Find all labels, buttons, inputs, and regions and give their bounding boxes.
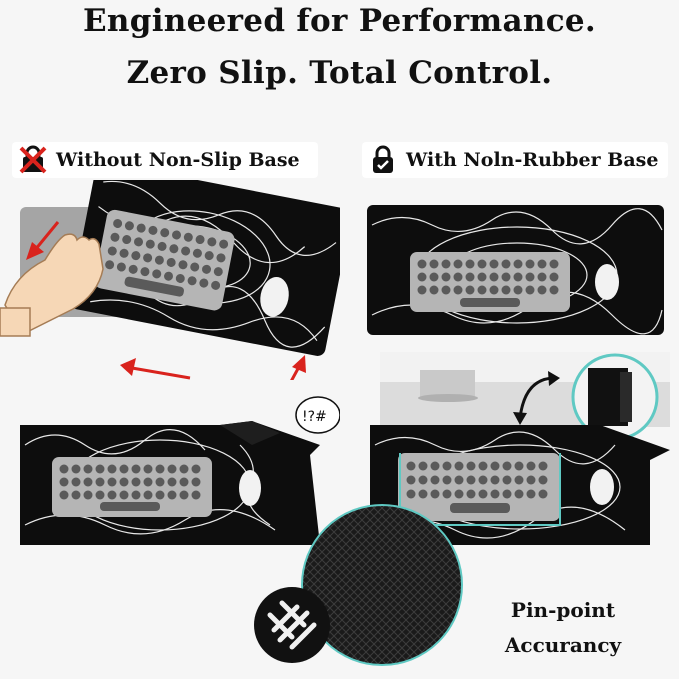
mouse — [260, 276, 289, 317]
confused-thought-bubble: !?# — [283, 396, 340, 450]
lock-icon — [368, 145, 398, 175]
displaced-mat-illustration: !?# — [20, 396, 340, 545]
zoom-arrow — [513, 371, 560, 425]
with-base-text: With Noln-Rubber Base — [406, 149, 659, 171]
headline-line-1: Engineered for Performance. — [82, 3, 597, 39]
rotated-mat — [70, 180, 340, 356]
pinpoint-caption-line-1: Pin-point — [510, 598, 616, 622]
crossed-lock-icon — [18, 145, 48, 175]
secured-mat-illustration — [370, 425, 670, 545]
slip-arrows — [26, 221, 306, 380]
base-texture-magnifier — [301, 504, 463, 666]
mouse — [590, 469, 614, 505]
headline-line-2: Zero Slip. Total Control. — [126, 55, 553, 91]
mouse — [239, 470, 261, 506]
pinpoint-caption-line-2: Accurancy — [504, 633, 622, 657]
mouse — [595, 264, 619, 300]
stable-mat-illustration — [367, 205, 664, 335]
without-base-label: Without Non-Slip Base — [12, 142, 318, 178]
wrist — [0, 307, 31, 337]
monitor-stand — [420, 370, 475, 398]
weave-pattern-icon — [254, 587, 330, 663]
keyboard-keys — [105, 219, 229, 297]
with-base-label: With Noln-Rubber Base — [362, 142, 668, 178]
without-base-text: Without Non-Slip Base — [56, 149, 300, 171]
slipping-mat-illustration — [0, 180, 340, 380]
svg-text:!?#: !?# — [302, 409, 327, 425]
